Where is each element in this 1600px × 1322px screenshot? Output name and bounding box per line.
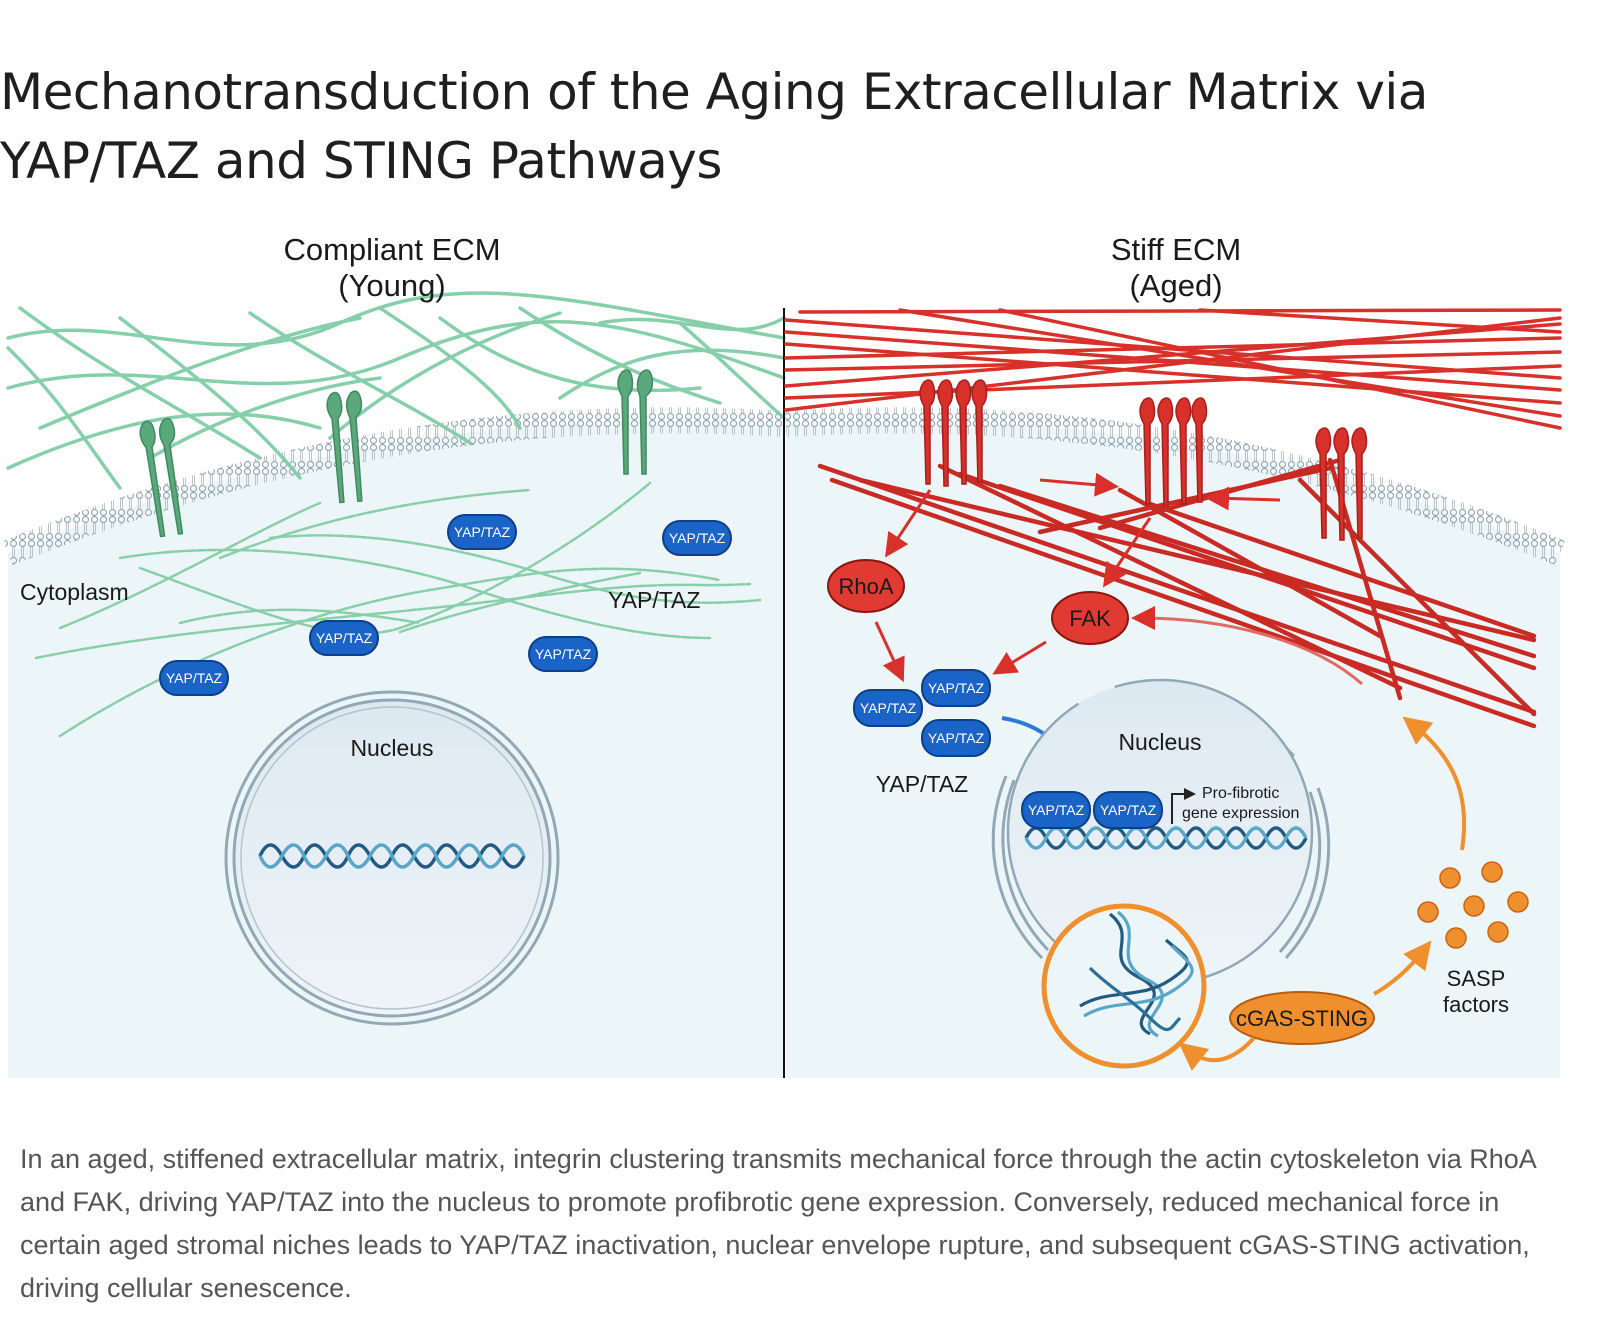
yaptaz-pill: YAP/TAZ — [662, 520, 732, 556]
svg-text:YAP/TAZ: YAP/TAZ — [669, 530, 726, 546]
yaptaz-pill: YAP/TAZ — [159, 660, 229, 696]
integrin-cluster — [1315, 427, 1368, 541]
svg-text:YAP/TAZ: YAP/TAZ — [166, 670, 223, 686]
yaptaz-pill: YAP/TAZ — [447, 514, 517, 550]
svg-text:YAP/TAZ: YAP/TAZ — [316, 630, 373, 646]
svg-text:YAP/TAZ: YAP/TAZ — [454, 524, 511, 540]
cytosolic-dna-zoom — [1041, 903, 1207, 1069]
sasp-label-line1: SASP — [1447, 966, 1506, 991]
yaptaz-pill: YAP/TAZ — [1093, 791, 1163, 829]
nucleus-label-left: Nucleus — [350, 735, 433, 761]
yaptaz-label-right: YAP/TAZ — [876, 771, 968, 797]
gene-expression-line1: Pro-fibrotic — [1202, 785, 1279, 802]
left-nucleus — [224, 690, 560, 1026]
left-panel: Compliant ECM (Young) Cytoplasm YAP/TAZ … — [3, 232, 786, 1078]
svg-text:YAP/TAZ: YAP/TAZ — [1028, 802, 1085, 818]
cytoplasm-label: Cytoplasm — [20, 579, 129, 605]
dna-helix-left — [258, 843, 526, 869]
signaling-arrows — [874, 472, 1363, 686]
svg-text:YAP/TAZ: YAP/TAZ — [860, 700, 917, 716]
rhoa-label: RhoA — [838, 574, 893, 599]
svg-text:YAP/TAZ: YAP/TAZ — [1100, 802, 1157, 818]
cgas-sting-node: cGAS-STING — [1229, 991, 1375, 1045]
pathway-figure: Compliant ECM (Young) Cytoplasm YAP/TAZ … — [0, 228, 1600, 1106]
integrin-icon — [617, 369, 654, 475]
fak-node: FAK — [1051, 591, 1129, 645]
right-panel: RhoA FAK YAP/TAZ YAP/TAZ YAP/TAZ YAP/TAZ — [784, 232, 1565, 1078]
left-heading-line1: Compliant ECM — [283, 232, 500, 267]
fak-label: FAK — [1069, 606, 1111, 631]
svg-text:YAP/TAZ: YAP/TAZ — [928, 680, 985, 696]
gene-expression-line2: gene expression — [1182, 805, 1299, 822]
nucleus-label-right: Nucleus — [1118, 729, 1201, 755]
left-heading-line2: (Young) — [338, 268, 445, 303]
rhoa-node: RhoA — [827, 559, 905, 613]
left-membrane — [3, 407, 785, 566]
sasp-label-line2: factors — [1443, 992, 1509, 1017]
right-membrane — [785, 407, 1565, 566]
figure-caption: In an aged, stiffened extracellular matr… — [20, 1144, 1536, 1303]
senescence-arrows — [1178, 716, 1467, 1071]
integrin-icon — [139, 417, 184, 538]
yaptaz-label-left: YAP/TAZ — [608, 587, 700, 613]
right-heading-line2: (Aged) — [1129, 268, 1222, 303]
integrin-icon — [326, 390, 363, 504]
promoter-arrow-icon — [1171, 788, 1196, 824]
yaptaz-pill: YAP/TAZ — [1021, 791, 1091, 829]
integrin-clusters-right — [919, 379, 1368, 541]
yaptaz-pill: YAP/TAZ — [921, 719, 991, 757]
integrin-cluster — [1139, 397, 1208, 507]
compliant-ecm-fibers — [6, 291, 786, 490]
right-heading-line1: Stiff ECM — [1111, 232, 1241, 267]
cgas-sting-label: cGAS-STING — [1236, 1006, 1368, 1031]
yaptaz-pill: YAP/TAZ — [528, 636, 598, 672]
dna-helix-right — [1024, 826, 1308, 850]
yaptaz-pill: YAP/TAZ — [853, 689, 923, 727]
yaptaz-pill: YAP/TAZ — [921, 669, 991, 707]
yaptaz-pill: YAP/TAZ — [309, 620, 379, 656]
svg-text:YAP/TAZ: YAP/TAZ — [928, 730, 985, 746]
svg-text:YAP/TAZ: YAP/TAZ — [535, 646, 592, 662]
integrin-icons-left — [139, 369, 654, 538]
sasp-dots — [1417, 861, 1529, 949]
stiff-ecm-fibers — [784, 308, 1562, 430]
page-title: Mechanotransduction of the Aging Extrace… — [0, 63, 1428, 190]
integrin-cluster — [919, 379, 988, 487]
